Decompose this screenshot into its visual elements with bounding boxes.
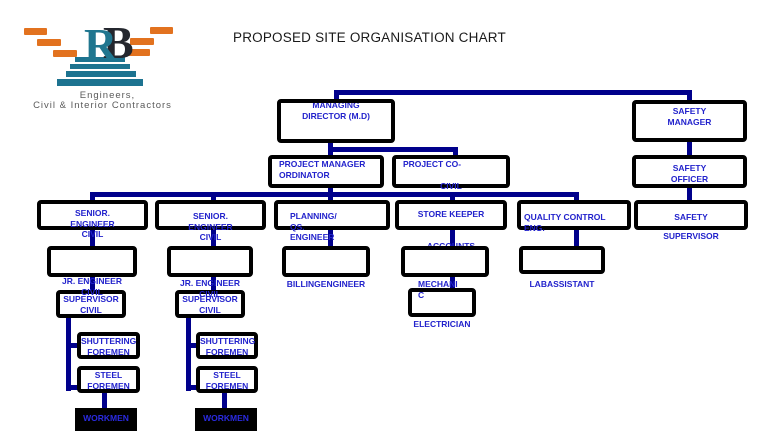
logo-pedestal xyxy=(66,71,136,77)
node-supervisor-civil-1-label: SUPERVISOR CIVIL xyxy=(63,294,119,315)
connector-line xyxy=(186,343,199,348)
logo-pedestal xyxy=(70,64,130,69)
node-safety-manager: SAFETY MANAGER xyxy=(632,100,747,142)
connector-line xyxy=(687,141,692,156)
node-safety-supervisor: SAFETY SUPERVISOR xyxy=(634,200,748,241)
company-logo: B R Engineers, Civil & Interior Contract… xyxy=(10,8,200,111)
node-jr-engineer-civil-2-box xyxy=(167,246,253,277)
node-safety-supervisor-label: SAFETY xyxy=(674,212,708,222)
connector-line xyxy=(186,385,199,390)
logo-brick xyxy=(24,28,47,35)
connector-line xyxy=(450,194,455,201)
node-accounts-mechanic-box xyxy=(401,246,489,277)
logo-brick xyxy=(53,50,77,57)
node-shuttering-foremen-2-label: SHUTTERING FOREMEN xyxy=(200,336,256,357)
connector-line xyxy=(450,276,455,289)
node-workmen-1: WORKMEN xyxy=(75,408,137,431)
connector-line xyxy=(186,317,191,391)
logo-brick xyxy=(126,49,150,56)
label-jr-engineer-civil-2: JR. ENGINEER CIVIL xyxy=(180,278,240,299)
connector-line xyxy=(66,317,71,391)
connector-line xyxy=(90,192,579,197)
node-safety-officer-label: SAFETY OFFICER xyxy=(670,163,709,184)
node-shuttering-foremen-1: SHUTTERING FOREMEN xyxy=(77,332,140,359)
node-quality-control-eng: QUALITY CONTROL ENG. xyxy=(517,200,631,233)
node-senior-engineer-civil-2: SENIOR. ENGINEER CIVIL xyxy=(155,200,266,242)
connector-line xyxy=(453,147,458,156)
node-safety-manager-label: SAFETY MANAGER xyxy=(667,106,712,127)
connector-line xyxy=(66,343,80,348)
logo-brick xyxy=(130,38,154,45)
node-steel-foremen-1-label: STEEL FOREMEN xyxy=(87,370,130,391)
connector-line xyxy=(90,194,95,201)
label-billing-engineer: BILLINGENGINEER xyxy=(286,279,366,289)
connector-line xyxy=(328,147,458,152)
connector-line xyxy=(211,276,216,291)
node-project-manager: PROJECT MANAGER ORDINATOR xyxy=(268,155,384,188)
logo-tagline-line2: Civil & Interior Contractors xyxy=(33,100,172,111)
connector-line xyxy=(222,392,227,409)
connector-line xyxy=(328,194,333,201)
connector-line xyxy=(574,194,579,201)
node-safety-supervisor-sublabel: SUPERVISOR xyxy=(663,230,719,241)
node-store-keeper: STORE KEEPER ACCOUNTS xyxy=(395,200,507,251)
connector-line xyxy=(211,194,216,201)
node-workmen-1-label: WORKMEN xyxy=(83,413,129,423)
node-shuttering-foremen-1-label: SHUTTERING FOREMEN xyxy=(81,336,137,357)
node-steel-foremen-1: STEEL FOREMEN xyxy=(77,366,140,393)
node-planning-qs-engineer: PLANNING/ QS. ENGINEER xyxy=(274,200,390,242)
label-lab-assistant: LABASSISTANT xyxy=(529,279,595,289)
connector-line xyxy=(450,229,455,247)
connector-line xyxy=(66,385,80,390)
node-supervisor-civil-2: SUPERVISOR CIVIL xyxy=(175,290,245,318)
node-store-keeper-label: STORE KEEPER xyxy=(417,209,485,219)
connector-line xyxy=(574,229,579,247)
node-managing-director-label: MANAGING DIRECTOR (M.D) xyxy=(302,100,370,121)
node-supervisor-civil-2-label: SUPERVISOR CIVIL xyxy=(182,294,238,315)
logo-pedestal xyxy=(75,57,125,62)
connector-line xyxy=(334,90,692,95)
node-supervisor-civil-1: SUPERVISOR CIVIL xyxy=(56,290,126,318)
node-lab-assistant-box xyxy=(519,246,605,274)
label-jr-engineer-civil-1: JR. ENGINEER CIVIL xyxy=(62,276,122,297)
node-project-coordinator: PROJECT CO- CIVIL xyxy=(392,155,510,191)
connector-line xyxy=(211,229,216,247)
connector-line xyxy=(90,229,95,247)
node-safety-officer: SAFETY OFFICER xyxy=(632,155,747,188)
node-electrician-box xyxy=(408,288,476,317)
connector-line xyxy=(328,229,333,247)
node-project-manager-label: PROJECT MANAGER ORDINATOR xyxy=(279,159,366,180)
connector-line xyxy=(102,392,107,409)
node-planning-qs-engineer-label: PLANNING/ QS. ENGINEER xyxy=(290,211,337,242)
node-senior-engineer-civil-1: SENIOR. ENGINEER CIVIL xyxy=(37,200,148,239)
logo-letter-b: B xyxy=(103,17,134,68)
node-project-coordinator-sublabel: CIVIL xyxy=(440,180,462,191)
label-mechanic: MECHANI C xyxy=(418,279,458,300)
logo-brick xyxy=(37,39,61,46)
logo-brick xyxy=(150,27,173,34)
node-managing-director: MANAGING DIRECTOR (M.D) xyxy=(277,99,395,143)
node-steel-foremen-2-label: STEEL FOREMEN xyxy=(205,370,249,391)
node-jr-engineer-civil-1-box xyxy=(47,246,137,277)
node-senior-engineer-civil-1-label: SENIOR. ENGINEER CIVIL xyxy=(70,208,115,239)
connector-line xyxy=(687,90,692,101)
node-store-keeper-sublabel: ACCOUNTS xyxy=(399,241,503,252)
page-title: PROPOSED SITE ORGANISATION CHART xyxy=(233,30,506,45)
connector-line xyxy=(90,276,95,291)
logo-letter-r: R xyxy=(84,19,118,70)
node-quality-control-eng-label: QUALITY CONTROL ENG. xyxy=(524,212,606,233)
node-project-coordinator-label: PROJECT CO- xyxy=(403,159,462,169)
node-workmen-2: WORKMEN xyxy=(195,408,257,431)
logo-tagline-line1: Engineers, xyxy=(79,90,136,101)
connector-line xyxy=(328,186,333,195)
node-billing-engineer-box xyxy=(282,246,370,277)
connector-line xyxy=(334,90,339,101)
connector-line xyxy=(687,187,692,201)
logo-pedestal xyxy=(57,79,143,86)
node-steel-foremen-2: STEEL FOREMEN xyxy=(196,366,258,393)
node-workmen-2-label: WORKMEN xyxy=(203,413,249,423)
node-senior-engineer-civil-2-label: SENIOR. ENGINEER CIVIL xyxy=(188,211,233,242)
label-electrician: ELECTRICIAN xyxy=(413,319,471,329)
node-shuttering-foremen-2: SHUTTERING FOREMEN xyxy=(196,332,258,359)
